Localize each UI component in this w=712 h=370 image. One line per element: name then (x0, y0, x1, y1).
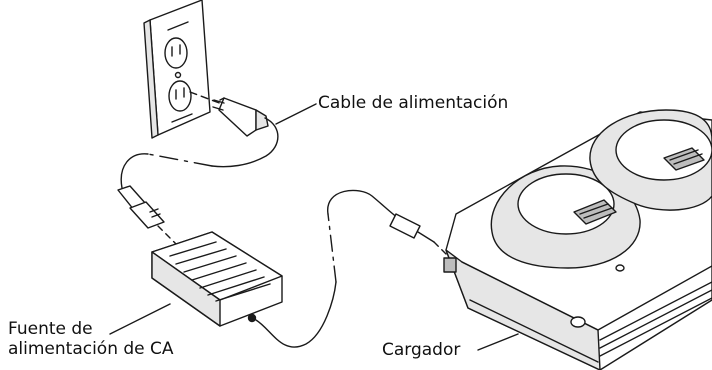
leader-cable (275, 103, 317, 125)
dc-plug (389, 213, 435, 243)
ac-power-supply-label: Fuente de alimentación de CA (8, 319, 174, 359)
charger-label: Cargador (382, 340, 461, 360)
wall-plug (212, 97, 269, 137)
leader-psu (109, 303, 171, 335)
iec-connector (117, 185, 165, 229)
wall-outlet (143, 0, 211, 139)
ac-power-supply-label-line1: Fuente de (8, 319, 93, 339)
power-cord (120, 117, 279, 189)
power-cord-label: Cable de alimentación (318, 93, 509, 113)
charger (443, 109, 712, 370)
ac-power-supply (151, 231, 283, 327)
leader-charger (477, 333, 519, 351)
plug-alignment-line (189, 91, 223, 105)
dc-cable (255, 189, 399, 348)
ac-power-supply-label-line2: alimentación de CA (8, 339, 174, 359)
psu-alignment-line (157, 225, 177, 245)
